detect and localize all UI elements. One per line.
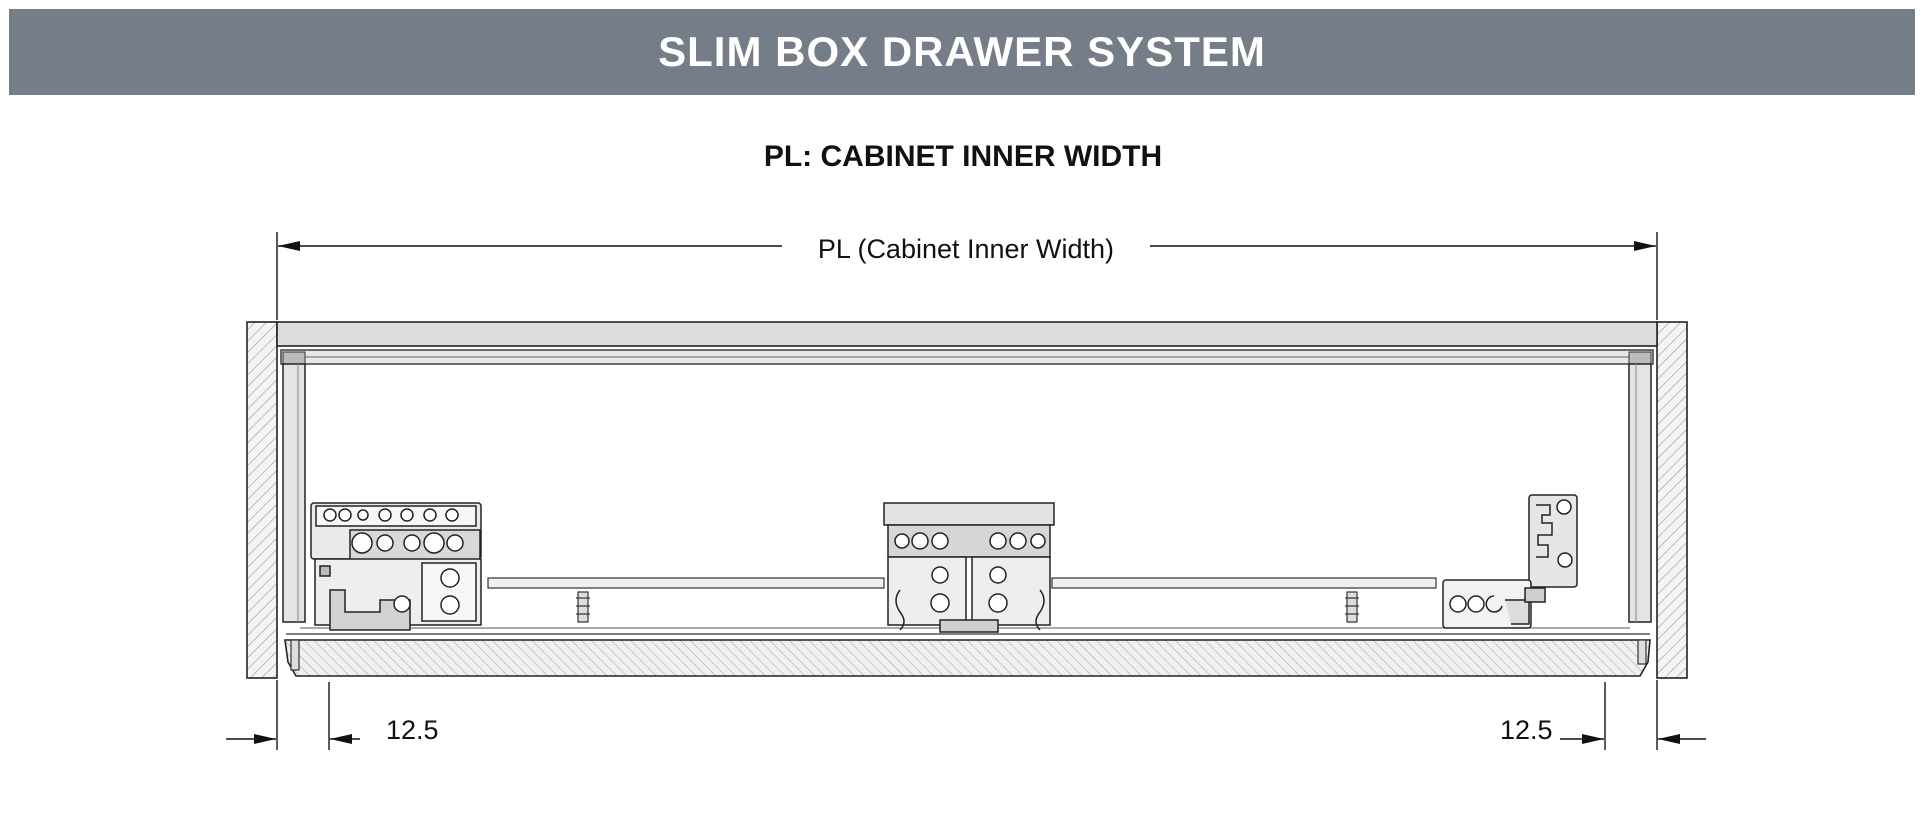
- screw-fasteners: [290, 591, 1647, 671]
- connecting-rod-right: [1051, 577, 1437, 589]
- right-runner-mechanism: [1442, 494, 1578, 629]
- center-coupling-mechanism: [883, 502, 1055, 633]
- left-offset-dimension: 12.5: [226, 680, 439, 750]
- left-runner-mechanism: [310, 502, 482, 631]
- drawer-side-right: [1628, 363, 1652, 623]
- cabinet-side-left: [246, 321, 278, 679]
- connecting-rod-left: [487, 577, 885, 589]
- drawer-bottom-panel: [284, 639, 1651, 677]
- top-panel: [276, 321, 1658, 347]
- right-offset-dimension: 12.5: [1500, 680, 1706, 750]
- width-dimension-label: PL (Cabinet Inner Width): [818, 234, 1114, 264]
- right-offset-label: 12.5: [1500, 715, 1553, 745]
- section-subtitle: PL: CABINET INNER WIDTH: [763, 140, 1163, 173]
- left-offset-label: 12.5: [386, 715, 439, 745]
- width-dimension: PL (Cabinet Inner Width): [276, 232, 1658, 320]
- page-title: SLIM BOX DRAWER SYSTEM: [658, 28, 1266, 75]
- cabinet-side-right: [1656, 321, 1688, 679]
- title-banner: SLIM BOX DRAWER SYSTEM: [9, 9, 1915, 95]
- drawer-side-left: [282, 363, 306, 623]
